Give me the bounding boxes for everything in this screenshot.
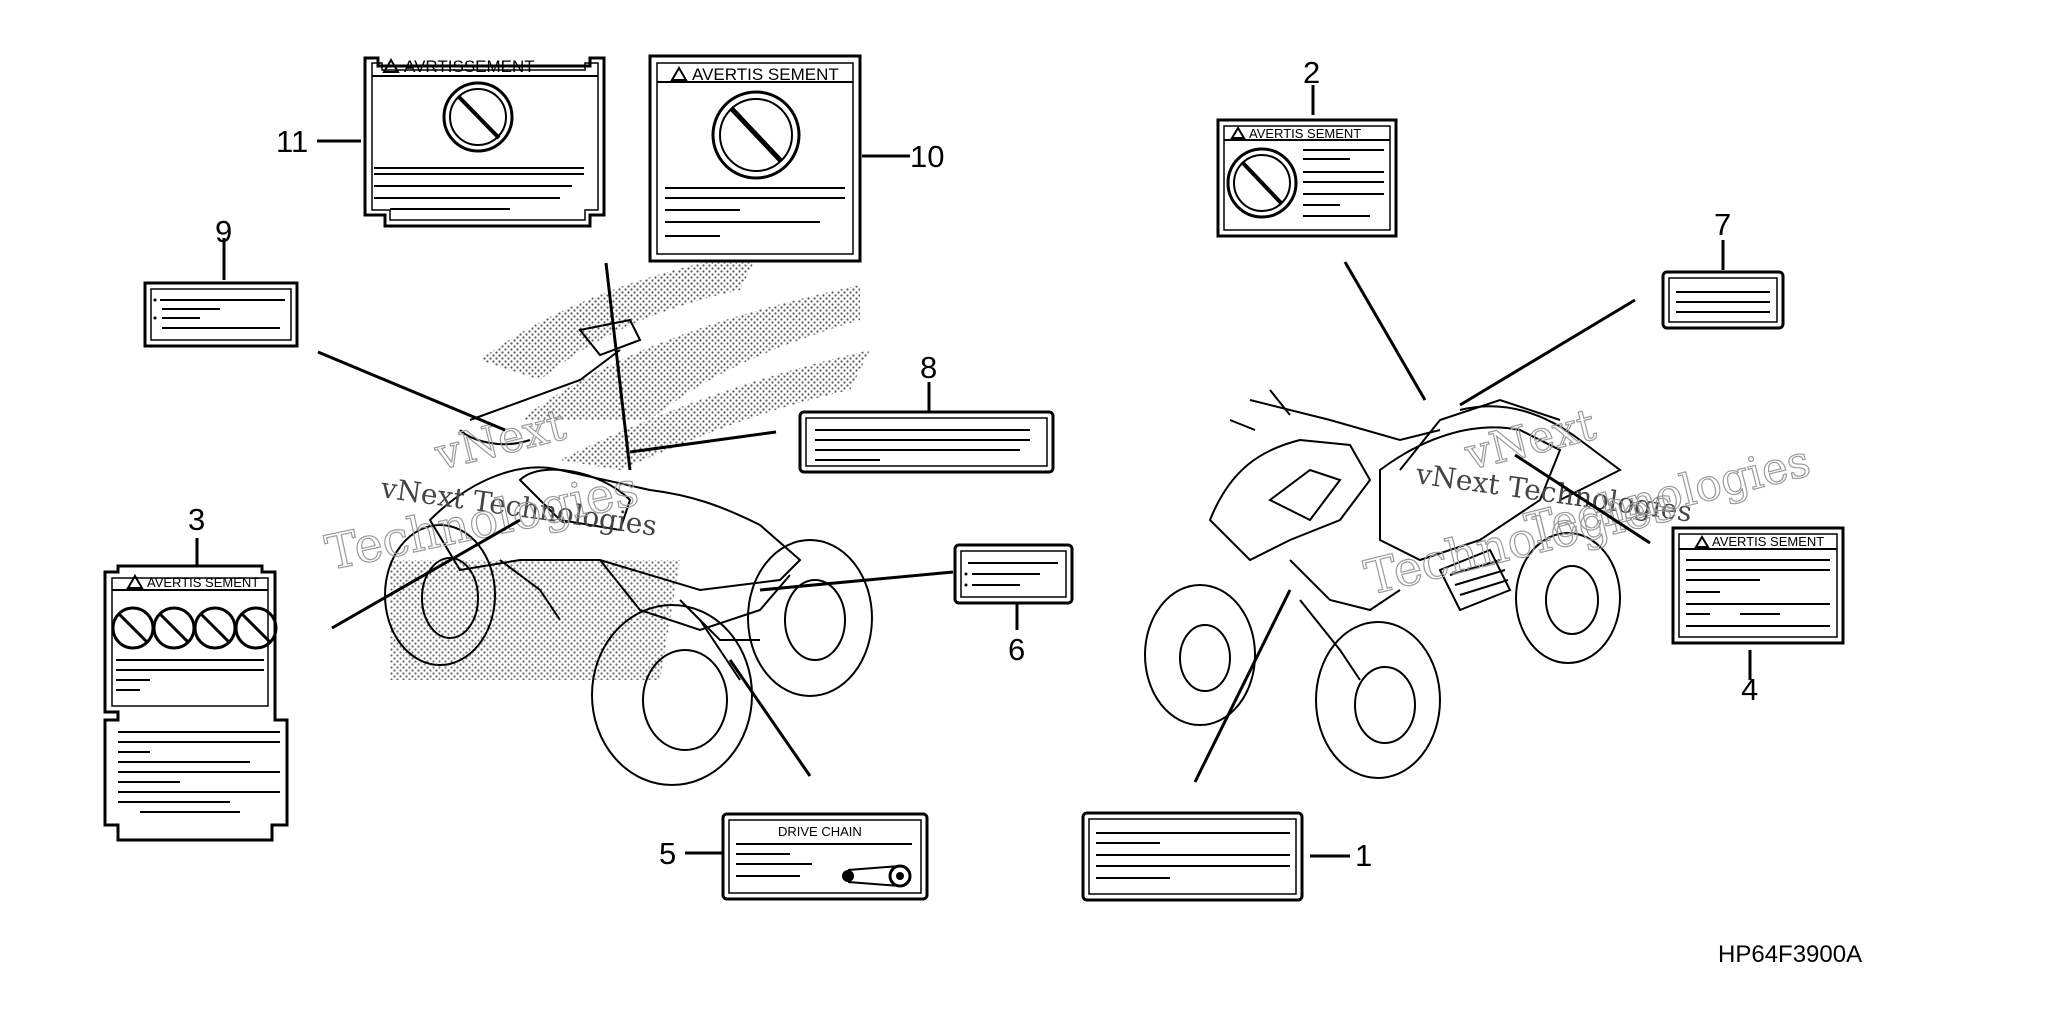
- warning-triangle-icon: [1230, 126, 1246, 139]
- callout-6: 6: [1008, 632, 1025, 667]
- wing-logo-lower-stipple: [390, 560, 680, 680]
- leader-4-pointer: [1514, 453, 1651, 545]
- label-2-title: AVERTIS SEMENT: [1249, 126, 1361, 141]
- warning-triangle-icon: [126, 574, 144, 589]
- label-3-title: AVERTIS SEMENT: [147, 575, 259, 590]
- label-1: [1081, 811, 1304, 902]
- callout-5: 5: [659, 836, 676, 871]
- leader-11-pointer: [604, 262, 632, 471]
- leader-9-pointer: [317, 350, 506, 432]
- wing-logo-stipple: [480, 250, 870, 470]
- label-5-title: DRIVE CHAIN: [778, 824, 862, 839]
- label-7: [1661, 270, 1785, 330]
- prohibition-icon: [234, 606, 278, 650]
- callout-9: 9: [215, 214, 232, 249]
- label-2: AVERTIS SEMENT: [1216, 118, 1398, 238]
- leader-3-pointer: [331, 518, 521, 630]
- label-4-title: AVERTIS SEMENT: [1712, 534, 1824, 549]
- label-8: [798, 410, 1055, 474]
- prohibition-icon: [711, 90, 801, 180]
- right-atv-illustration: [1144, 389, 1622, 779]
- leader-2-pointer: [1343, 261, 1427, 401]
- label-11-title: AVRTISSEMENT: [404, 57, 535, 76]
- label-9: [143, 281, 299, 348]
- warning-triangle-icon: [382, 58, 400, 73]
- callout-11: 11: [276, 124, 308, 159]
- leader-7-pointer: [1459, 298, 1636, 407]
- callout-numbers: 11 10 9 8 3 6 5 2 7 4 1: [188, 55, 1758, 873]
- warning-triangle-icon: [1694, 535, 1710, 548]
- label-11: AVRTISSEMENT: [363, 56, 606, 228]
- left-atv-illustration: [384, 250, 873, 786]
- leader-8-pointer: [629, 430, 777, 454]
- warning-triangle-icon: [670, 66, 688, 81]
- leader-5-pointer: [728, 659, 812, 777]
- callout-4: 4: [1741, 672, 1758, 707]
- callout-3: 3: [188, 502, 205, 537]
- leader-lines: [195, 85, 1752, 858]
- leader-6-pointer: [759, 570, 954, 592]
- watermark-outline-right-vnext: vNext: [1459, 399, 1601, 481]
- label-3: AVERTIS SEMENT: [103, 564, 289, 842]
- label-10: AVERTIS SEMENT: [648, 54, 862, 263]
- callout-1: 1: [1355, 838, 1372, 873]
- callout-8: 8: [920, 350, 937, 385]
- label-5: DRIVE CHAIN: [721, 812, 929, 901]
- prohibition-icon-row: [111, 606, 278, 650]
- diagram-code: HP64F3900A: [1718, 941, 1862, 968]
- prohibition-icon: [1226, 147, 1298, 219]
- label-6: [953, 543, 1074, 605]
- callout-10: 10: [910, 139, 944, 174]
- callout-2: 2: [1303, 55, 1320, 90]
- label-10-title: AVERTIS SEMENT: [692, 65, 839, 84]
- drive-chain-icon: [842, 864, 912, 888]
- label-4: AVERTIS SEMENT: [1671, 526, 1845, 645]
- leader-1-pointer: [1193, 589, 1292, 783]
- callout-7: 7: [1714, 207, 1731, 242]
- prohibition-icon: [442, 81, 514, 153]
